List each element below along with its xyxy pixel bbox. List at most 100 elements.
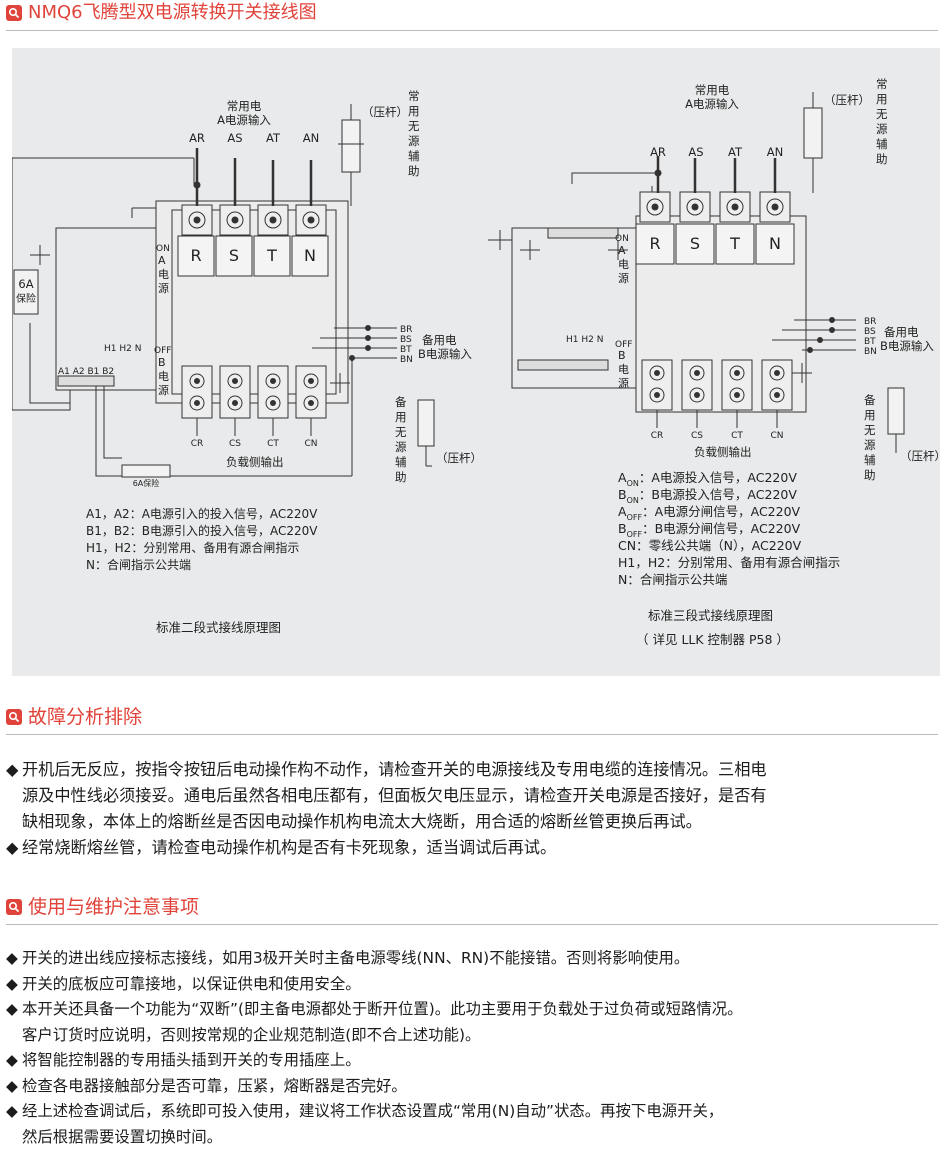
- right-note-2: BON：B电源投入信号，AC220V: [618, 487, 797, 505]
- left-caption: 标准二段式接线原理图: [156, 620, 281, 635]
- right-phase-in-an: AN: [767, 145, 783, 159]
- right-note-4: BOFF：B电源分闸信号，AC220V: [618, 521, 801, 539]
- left-out-cs: CS: [229, 439, 241, 449]
- right-caption2: （ 详见 LLK 控制器 P58 ）: [636, 632, 789, 647]
- left-source-a-label: 常用电: [227, 99, 262, 113]
- bullet-icon: ◆: [6, 974, 18, 993]
- left-note-4: N：合闸指示公共端: [86, 557, 191, 572]
- right-phase-in-at: AT: [728, 145, 743, 159]
- list-item-cont: 客户订货时应说明，否则按常规的企业规范制造(即不合上述功能)。: [22, 1025, 481, 1044]
- left-b-input2: B电源输入: [418, 347, 472, 361]
- right-out-cs: CS: [691, 431, 703, 441]
- bullet-icon: ◆: [6, 838, 19, 857]
- left-phase-in-an: AN: [303, 131, 319, 145]
- right-lever-a: （压杆）: [824, 93, 870, 107]
- left-off-tag: OFF: [154, 346, 171, 356]
- maintenance-header: 使用与维护注意事项: [0, 896, 952, 925]
- bullet-icon: ◆: [6, 1000, 18, 1018]
- list-item-cont: 然后根据需要设置切换时间。: [22, 1127, 223, 1146]
- left-phase-t: T: [266, 246, 277, 265]
- right-bterm-bs: BS: [864, 327, 876, 337]
- left-aux-b: 备用无源辅助: [395, 395, 407, 484]
- search-icon: [6, 899, 22, 915]
- right-phase-n: N: [769, 234, 781, 253]
- right-aux-b: 备用无源辅助: [864, 393, 876, 482]
- left-lever-a: （压杆）: [362, 105, 408, 119]
- list-item: ◆检查各电器接触部分是否可靠，压紧，熔断器是否完好。: [6, 1074, 941, 1100]
- left-bterm-bt: BT: [400, 345, 412, 355]
- bullet-icon: ◆: [6, 1076, 18, 1095]
- bullet-icon: ◆: [6, 949, 18, 967]
- left-note-2: B1，B2：B电源引入的投入信号，AC220V: [86, 523, 318, 538]
- right-note-5: CN：零线公共端（N），AC220V: [618, 538, 802, 553]
- left-bterm-bn: BN: [400, 355, 413, 365]
- left-h-labels: H1 H2 N: [104, 344, 141, 354]
- right-out-cr: CR: [651, 431, 664, 441]
- left-phase-in-at: AT: [266, 131, 281, 145]
- right-off-tag: OFF: [615, 340, 632, 350]
- search-icon: [6, 709, 22, 725]
- right-caption: 标准三段式接线原理图: [648, 608, 773, 623]
- right-phase-s: S: [690, 234, 700, 253]
- right-lever-b: （压杆）: [900, 449, 940, 463]
- left-source-a-input: A电源输入: [217, 113, 271, 127]
- list-item: ◆开关的底板应可靠接地，以保证供电和使用安全。: [6, 972, 941, 998]
- list-item: ◆经常烧断熔丝管，请检查电动操作机构是否有卡死现象，适当调试后再试。: [6, 835, 941, 861]
- left-out-cr: CR: [191, 439, 204, 449]
- list-item-cont: 缺相现象，本体上的熔断丝是否因电动操作机构电流太大烧断，用合适的熔断丝管更换后再…: [22, 812, 702, 831]
- left-phase-in-as: AS: [227, 131, 242, 145]
- header-divider: [6, 30, 938, 31]
- right-source-a-label: 常用电: [695, 83, 730, 97]
- troubleshooting-body: ◆开机后无反应，按指令按钮后电动操作构不动作，请检查开关的电源接线及专用电缆的连…: [6, 757, 941, 861]
- left-bterm-bs: BS: [400, 335, 412, 345]
- left-load: 负载侧输出: [226, 455, 284, 469]
- left-note-3: H1，H2：分别常用、备用有源合闸指示: [86, 540, 299, 555]
- right-bterm-br: BR: [864, 317, 876, 327]
- wiring-diagram: 常用电 A电源输入 AR AS AT AN （压杆） ON OFF R S T …: [2, 48, 946, 676]
- left-note-1: A1，A2：A电源引入的投入信号，AC220V: [86, 506, 318, 521]
- left-fuse-a: 6A: [18, 277, 33, 291]
- troubleshooting-title: 故障分析排除: [28, 706, 143, 728]
- bullet-icon: ◆: [6, 1102, 18, 1120]
- right-bterm-bn: BN: [864, 347, 877, 357]
- left-aux-a: 常用无源辅助: [408, 89, 420, 178]
- right-load: 负载侧输出: [694, 445, 752, 459]
- bullet-icon: ◆: [6, 1051, 18, 1069]
- list-item: ◆本开关还具备一个功能为“双断”(即主备电源都处于断开位置)。此功主要用于负载处…: [6, 997, 941, 1023]
- troubleshooting-divider: [6, 734, 938, 735]
- maintenance-body: ◆开关的进出线应接标志接线，如用3极开关时主备电源零线(NN、RN)不能接错。否…: [6, 946, 941, 1150]
- left-out-cn: CN: [304, 439, 317, 449]
- right-on-tag: ON: [615, 234, 629, 244]
- right-aux-a: 常用无源辅助: [876, 77, 888, 166]
- left-fuse-bottom: 6A保险: [133, 478, 160, 488]
- left-phase-s: S: [229, 246, 239, 265]
- left-lever-b: （压杆）: [436, 451, 482, 465]
- right-note-1: AON：A电源投入信号，AC220V: [618, 470, 797, 488]
- left-on-tag: ON: [156, 244, 170, 254]
- right-b-input: 备用电: [884, 325, 919, 339]
- left-phase-in-ar: AR: [189, 131, 205, 145]
- right-h-labels: H1 H2 N: [566, 335, 603, 345]
- right-note-6: H1，H2：分别常用、备用有源合闸指示: [618, 555, 840, 570]
- troubleshooting-header: 故障分析排除: [0, 706, 952, 735]
- right-b-input2: B电源输入: [880, 339, 934, 353]
- list-item: ◆开机后无反应，按指令按钮后电动操作构不动作，请检查开关的电源接线及专用电缆的连…: [6, 757, 941, 783]
- left-bterm-br: BR: [400, 325, 412, 335]
- list-item: ◆开关的进出线应接标志接线，如用3极开关时主备电源零线(NN、RN)不能接错。否…: [6, 946, 941, 972]
- page-header: NMQ6飞腾型双电源转换开关接线图: [0, 2, 952, 31]
- left-phase-r: R: [190, 246, 201, 265]
- right-out-cn: CN: [770, 431, 783, 441]
- right-phase-in-ar: AR: [650, 145, 666, 159]
- left-terminal-labels: A1 A2 B1 B2: [58, 367, 114, 377]
- right-note-3: AOFF：A电源分闸信号，AC220V: [618, 504, 801, 522]
- page-title: NMQ6飞腾型双电源转换开关接线图: [28, 2, 317, 23]
- left-phase-n: N: [304, 246, 316, 265]
- list-item: ◆将智能控制器的专用插头插到开关的专用插座上。: [6, 1048, 941, 1074]
- search-icon: [6, 5, 22, 21]
- maintenance-divider: [6, 924, 938, 925]
- right-note-7: N：合闸指示公共端: [618, 572, 727, 587]
